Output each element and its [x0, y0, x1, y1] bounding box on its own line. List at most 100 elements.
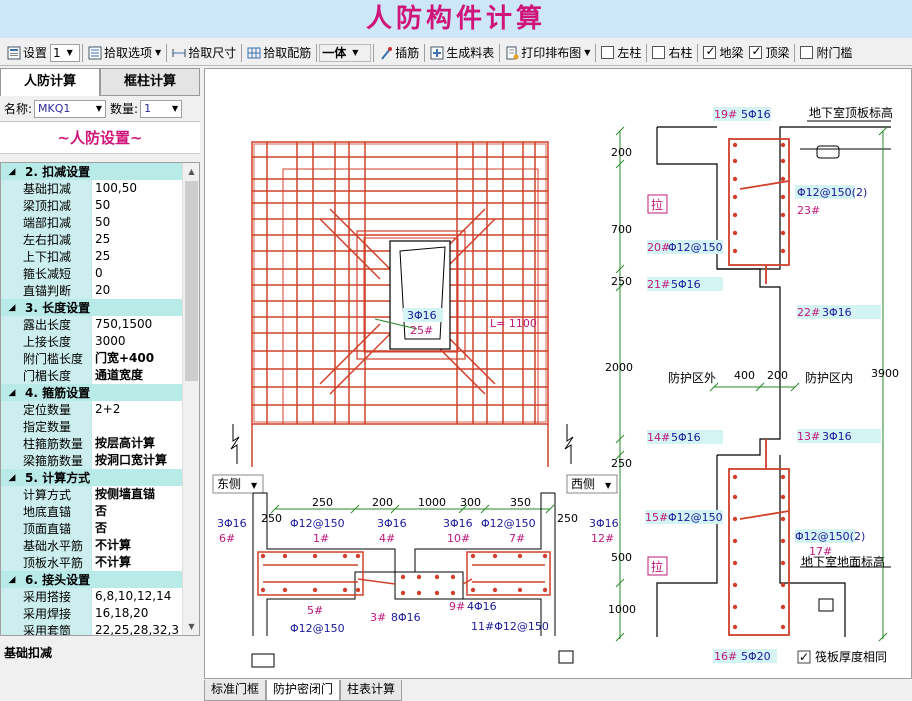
grid-property-row[interactable]: 顶面直锚否: [1, 520, 199, 537]
tab-column-table-calc[interactable]: 柱表计算: [340, 680, 403, 701]
top-beam-check-box[interactable]: [749, 44, 763, 59]
toolbar-divider: [697, 43, 699, 62]
grid-property-value[interactable]: 50: [91, 214, 199, 231]
grid-property-value[interactable]: 不计算: [91, 537, 199, 554]
grid-property-value[interactable]: 100,50: [91, 180, 199, 197]
settings-select[interactable]: 1▼: [50, 43, 81, 62]
tab-standard-door-frame[interactable]: 标准门框: [204, 680, 267, 701]
grid-property-value[interactable]: [91, 418, 199, 435]
pick-options-button[interactable]: 拾取选项▼: [85, 42, 164, 64]
grid-section-header[interactable]: ◢6. 接头设置: [1, 571, 199, 588]
pick-rebar-button[interactable]: 拾取配筋: [244, 42, 314, 64]
collapse-triangle-icon[interactable]: ◢: [8, 472, 16, 483]
grid-property-value[interactable]: 20: [91, 282, 199, 299]
grid-property-value[interactable]: 门宽+400: [91, 350, 199, 367]
grid-property-value[interactable]: 按侧墙直锚: [91, 486, 199, 503]
grid-section-title: 4. 箍筋设置: [25, 386, 91, 400]
settings-button[interactable]: 设置: [4, 42, 50, 64]
gen-table-button[interactable]: 生成料表: [427, 42, 497, 64]
same-thickness-checkbox[interactable]: [797, 650, 811, 664]
grid-property-value[interactable]: 3000: [91, 333, 199, 350]
pick-size-button[interactable]: 拾取尺寸: [169, 42, 239, 64]
west-side-select[interactable]: [566, 474, 618, 494]
left-col-checkbox[interactable]: 左柱: [598, 42, 644, 64]
grid-property-value[interactable]: 0: [91, 265, 199, 282]
rebar-dot: [312, 553, 318, 559]
scroll-down-icon[interactable]: ▼: [188, 622, 195, 631]
grid-property-value[interactable]: 不计算: [91, 554, 199, 571]
grid-property-value[interactable]: 2+2: [91, 401, 199, 418]
scroll-up-icon[interactable]: ▲: [188, 167, 195, 176]
plan-dim: 250: [261, 512, 282, 525]
collapse-triangle-icon[interactable]: ◢: [8, 387, 16, 398]
grid-property-value[interactable]: 750,1500: [91, 316, 199, 333]
threshold-check-box[interactable]: [800, 46, 814, 59]
print-layout-button[interactable]: 打印排布图▼: [502, 42, 593, 64]
grid-property-value[interactable]: 6,8,10,12,14: [91, 588, 199, 605]
grid-property-row[interactable]: 附门槛长度门宽+400: [1, 350, 199, 367]
qty-select[interactable]: 1▼: [140, 99, 183, 118]
right-col-check-box[interactable]: [652, 46, 666, 59]
drawing-canvas[interactable]: 3Φ16 25# L= 1100 东侧 ▼ 西侧 ▼ 250 200 1000 …: [204, 68, 912, 679]
diag-bar: [319, 323, 381, 385]
right-col-checkbox[interactable]: 右柱: [649, 42, 695, 64]
collapse-triangle-icon[interactable]: ◢: [8, 574, 16, 585]
grid-property-value[interactable]: 通道宽度: [91, 367, 199, 384]
tab-frame-column-calc[interactable]: 框柱计算: [100, 68, 200, 96]
tab-civil-defense-calc[interactable]: 人防计算: [0, 68, 100, 96]
grid-property-value[interactable]: 25: [91, 231, 199, 248]
east-side-select[interactable]: [212, 474, 264, 494]
grid-section-header[interactable]: ◢3. 长度设置: [1, 299, 199, 316]
top-beam-checkbox[interactable]: 顶梁: [746, 42, 792, 64]
grid-property-value[interactable]: 按层高计算: [91, 435, 199, 452]
grid-section-header[interactable]: ◢5. 计算方式: [1, 469, 199, 486]
mode-select[interactable]: 一体▼: [319, 43, 372, 62]
grid-property-value[interactable]: 50: [91, 197, 199, 214]
property-grid-scrollbar[interactable]: ▲ ▼: [182, 163, 199, 635]
scroll-thumb[interactable]: [185, 181, 198, 381]
sec-tag: Φ12@150(2): [797, 186, 867, 199]
grid-property-value[interactable]: 按洞口宽计算: [91, 452, 199, 469]
name-select[interactable]: MKQ1▼: [34, 99, 107, 118]
grid-property-row[interactable]: 梁箍筋数量按洞口宽计算: [1, 452, 199, 469]
grid-property-row[interactable]: 门楣长度通道宽度: [1, 367, 199, 384]
toolbar-divider: [646, 43, 648, 62]
grid-property-value[interactable]: 16,18,20: [91, 605, 199, 622]
grid-property-row[interactable]: 顶板水平筋不计算: [1, 554, 199, 571]
grid-property-value[interactable]: 否: [91, 503, 199, 520]
ground-beam-check-box[interactable]: [703, 44, 717, 59]
grid-property-value[interactable]: 否: [91, 520, 199, 537]
ground-beam-checkbox[interactable]: 地梁: [700, 42, 746, 64]
opening-frame-inner: [363, 237, 459, 353]
grid-property-row[interactable]: 指定数量: [1, 418, 199, 435]
collapse-triangle-icon[interactable]: ◢: [8, 166, 16, 177]
grid-property-value[interactable]: 22,25,28,32,3: [91, 622, 199, 635]
insert-rebar-button[interactable]: 插筋: [376, 42, 422, 64]
name-bar: 名称: MKQ1▼ 数量: 1▼: [0, 96, 200, 122]
grid-property-row[interactable]: 基础水平筋不计算: [1, 537, 199, 554]
rebar-dot: [732, 538, 738, 544]
threshold-checkbox[interactable]: 附门槛: [797, 42, 855, 64]
grid-property-row[interactable]: 地底直锚否: [1, 503, 199, 520]
grid-section-header[interactable]: ◢ 4. 箍筋设置: [1, 384, 199, 401]
tab-protective-airtight-door[interactable]: 防护密闭门: [266, 680, 341, 701]
grid-property-row[interactable]: 柱箍筋数量按层高计算: [1, 435, 199, 452]
left-col-check-box[interactable]: [601, 46, 615, 59]
grid-section-header[interactable]: ◢2. 扣减设置: [1, 163, 199, 180]
grid-property-value[interactable]: 25: [91, 248, 199, 265]
grid-property-row[interactable]: 计算方式按侧墙直锚: [1, 486, 199, 503]
collapse-triangle-icon[interactable]: ◢: [8, 302, 16, 313]
